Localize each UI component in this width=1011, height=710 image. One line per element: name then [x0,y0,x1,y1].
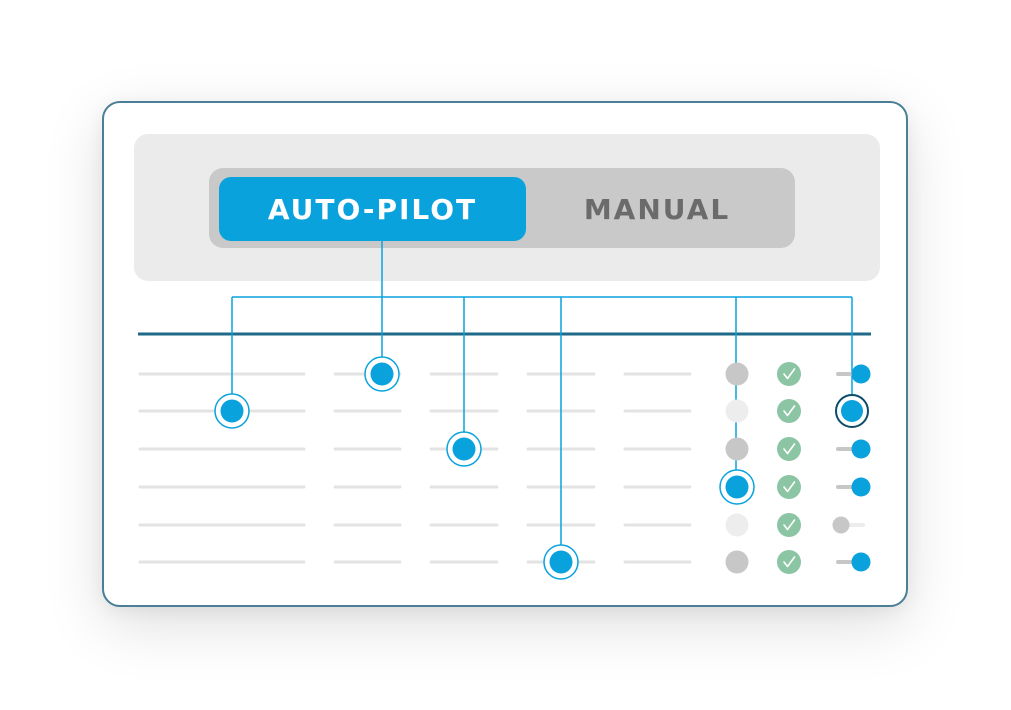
mode-toggle[interactable]: AUTO-PILOT MANUAL [209,168,795,248]
auto-pilot-button[interactable]: AUTO-PILOT [219,177,526,241]
manual-button[interactable]: MANUAL [583,192,731,226]
mode-header-panel: AUTO-PILOT MANUAL [134,134,880,281]
settings-card: AUTO-PILOT MANUAL [102,101,908,607]
